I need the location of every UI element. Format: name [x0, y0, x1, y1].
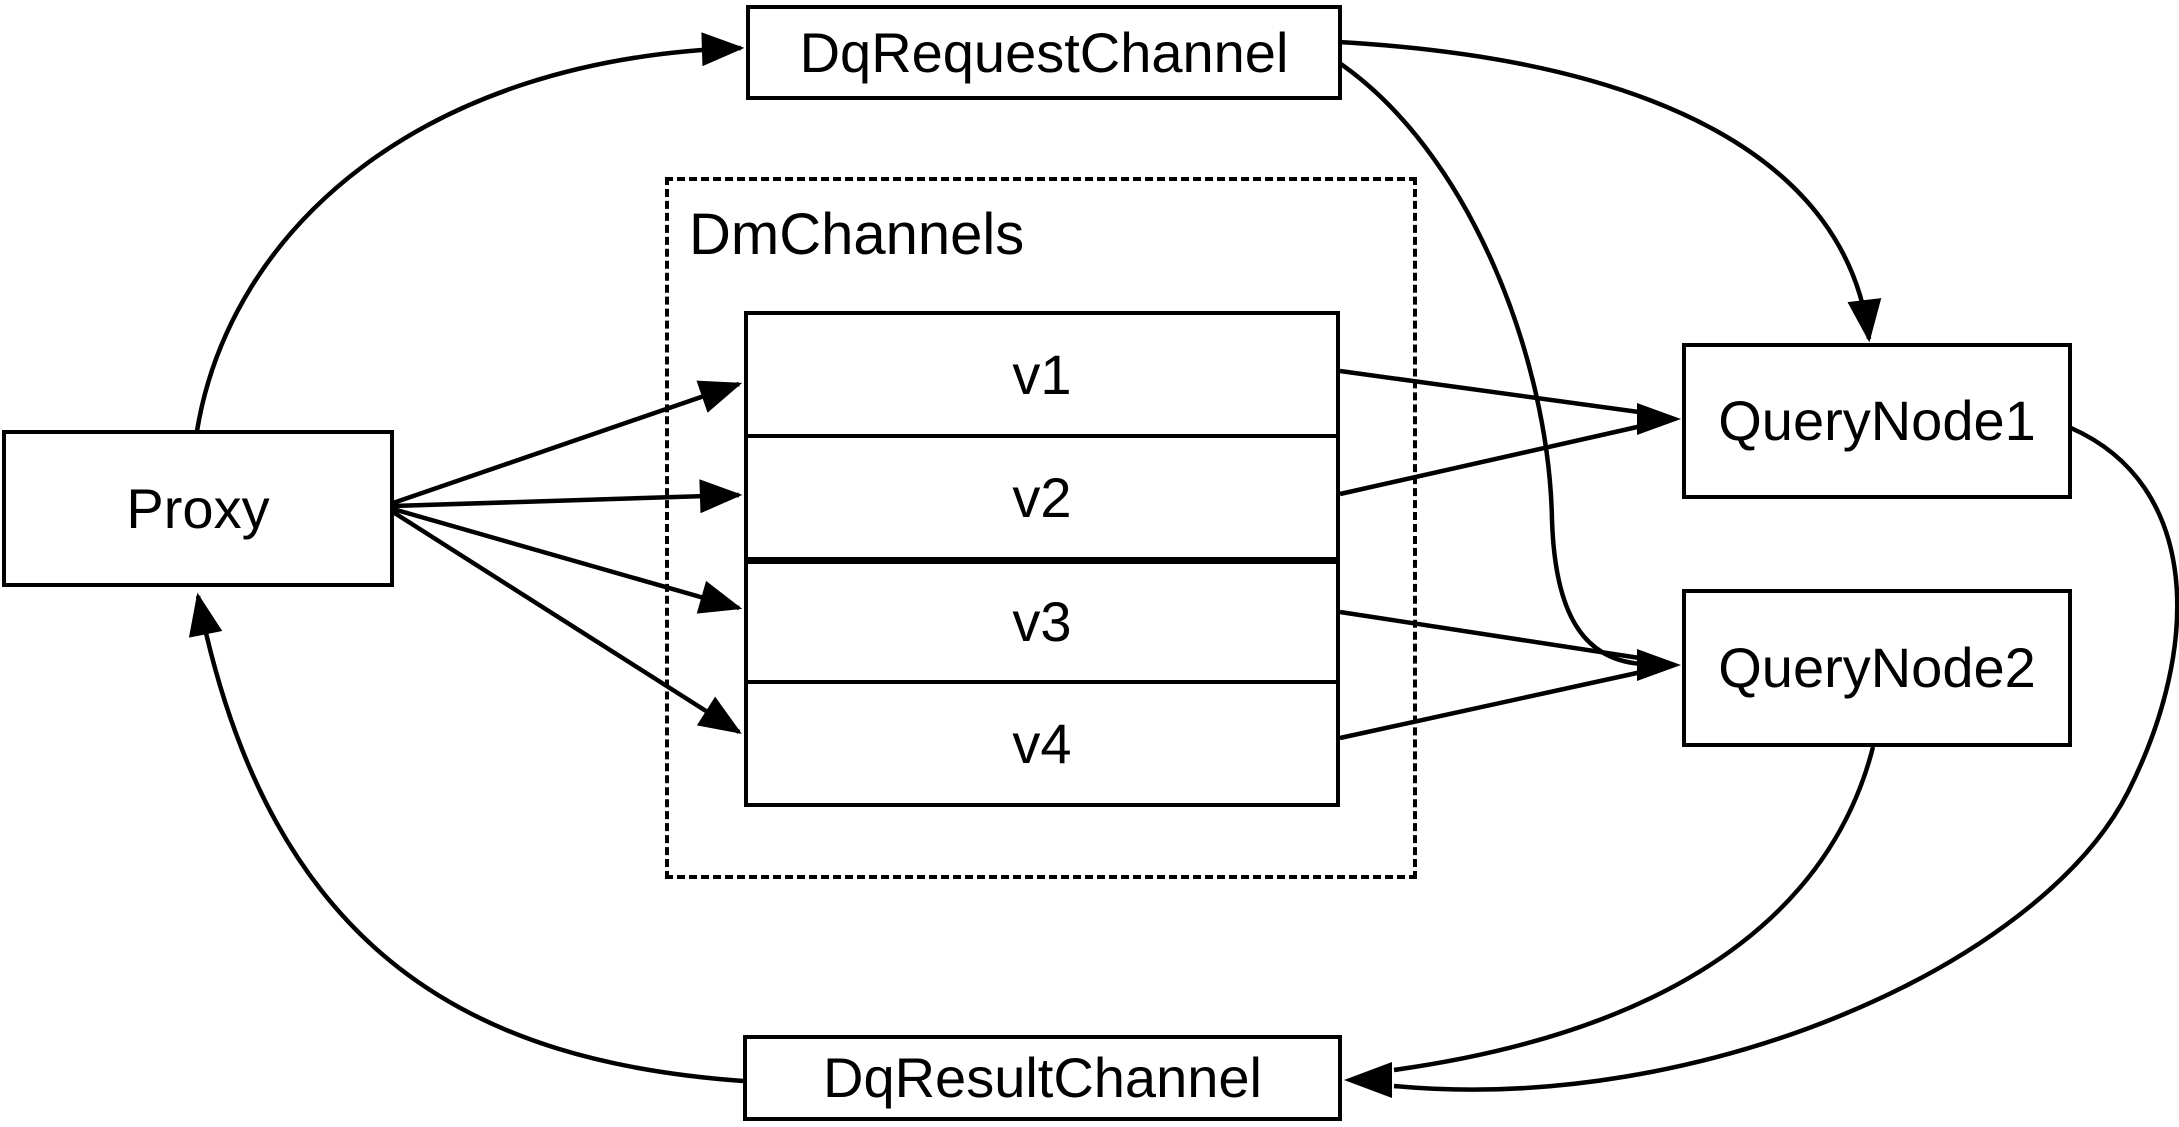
edge-dqresultchannel-to-proxy: [188, 592, 744, 1084]
edge-v4-to-querynode2: [1339, 668, 1647, 741]
arrowhead-into-querynode2: [1637, 649, 1681, 681]
channel-row-v3-label: v3: [1012, 590, 1072, 653]
dm-channels-group-label: DmChannels: [689, 202, 1025, 267]
edge-proxy-to-v4: [391, 510, 742, 734]
channel-row-v4: v4: [744, 680, 1340, 807]
dq-request-channel-node: DqRequestChannel: [746, 5, 1342, 100]
dm-channels-group-box: [665, 177, 1417, 879]
edge-proxy-to-v2: [392, 479, 743, 514]
channel-row-v1-label: v1: [1012, 342, 1072, 406]
dq-request-channel-label: DqRequestChannel: [799, 20, 1289, 84]
edge-v1-to-querynode1: [1339, 368, 1647, 416]
edge-proxy-to-dqrequestchannel: [194, 32, 745, 432]
edge-dqrequestchannel-to-querynode1: [1337, 39, 1882, 343]
channel-row-v1: v1: [744, 311, 1340, 438]
proxy-node: Proxy: [2, 430, 394, 587]
arrowhead-into-querynode1: [1637, 403, 1681, 435]
edge-proxy-to-v3: [392, 506, 743, 614]
edge-querynode1-to-dqresultchannel: [1393, 425, 2179, 1092]
channel-row-v2: v2: [744, 434, 1340, 561]
dq-result-channel-node: DqResultChannel: [743, 1035, 1342, 1121]
edge-proxy-to-v1: [392, 380, 743, 506]
channel-row-v3: v3: [744, 557, 1340, 684]
channel-row-v2-label: v2: [1012, 465, 1072, 529]
edge-v2-to-querynode1: [1339, 422, 1647, 497]
query-node-1: QueryNode1: [1682, 343, 2072, 499]
proxy-node-label: Proxy: [126, 476, 270, 540]
channel-row-v4-label: v4: [1012, 711, 1072, 775]
edge-v3-to-querynode2: [1339, 609, 1647, 662]
query-node-2-label: QueryNode2: [1718, 636, 2036, 699]
query-node-2: QueryNode2: [1682, 589, 2072, 747]
dq-result-channel-label: DqResultChannel: [823, 1046, 1262, 1109]
edge-querynode2-to-dqresultchannel: [1393, 746, 1876, 1073]
query-node-1-label: QueryNode1: [1718, 389, 2036, 452]
arrowhead-into-dqresultchannel: [1344, 1062, 1392, 1098]
